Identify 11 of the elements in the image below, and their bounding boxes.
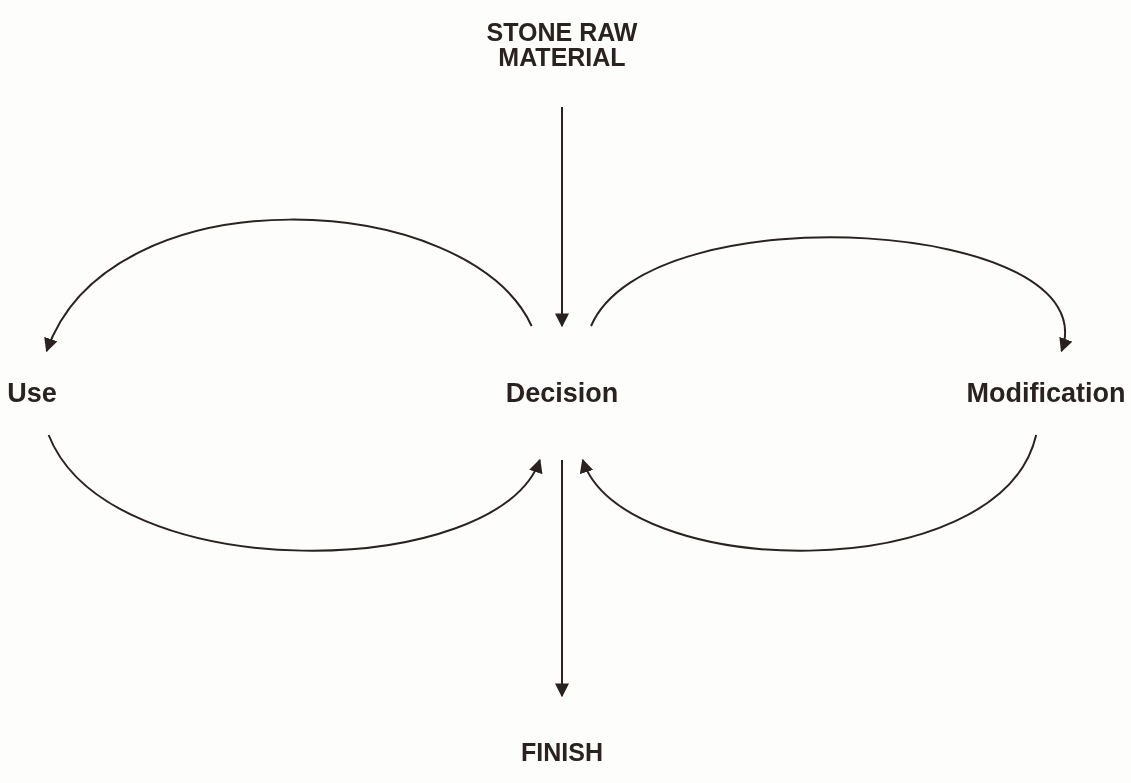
arrow (581, 434, 1038, 552)
arrow (47, 434, 541, 552)
node-label: FINISH (512, 736, 612, 768)
node-label: Decision (487, 376, 637, 410)
node-label: Modification (964, 376, 1128, 410)
arrow (45, 218, 533, 353)
node-label: Use (1, 376, 63, 410)
arrow (590, 236, 1070, 353)
arrow (555, 459, 569, 698)
arrow (555, 106, 569, 328)
node-label: STONE RAW MATERIAL (467, 15, 657, 75)
